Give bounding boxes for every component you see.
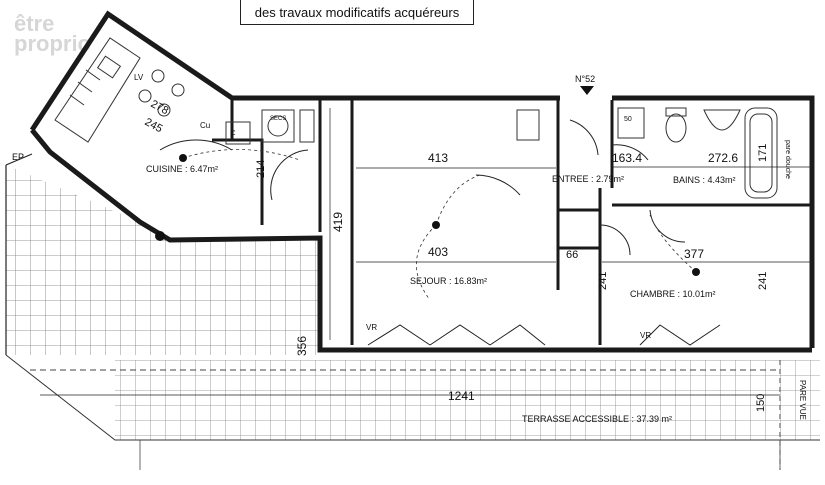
label-lot: N°52 <box>575 74 595 84</box>
label-pare-vue: PARE VUE <box>798 380 807 420</box>
label-f: F <box>230 129 236 139</box>
dim-245: 245 <box>143 116 165 135</box>
dim-171: 171 <box>757 144 769 162</box>
doors <box>159 119 686 256</box>
terrace-left-outline <box>5 153 33 355</box>
dim-278: 278 <box>149 98 171 117</box>
bay-windows <box>367 324 721 346</box>
label-entry: ENTREE : 2.79m² <box>552 174 624 184</box>
dim-241-right: 241 <box>757 272 769 290</box>
label-kitchen: CUISINE : 6.47m² <box>146 164 218 174</box>
label-living: SEJOUR : 16.83m² <box>410 276 487 286</box>
watermark-line2: proprio <box>14 31 91 56</box>
dim-272-6: 272.6 <box>708 151 738 165</box>
dim-419: 419 <box>331 212 345 232</box>
dim-377: 377 <box>684 247 704 261</box>
lot-arrow-icon <box>580 86 594 95</box>
label-cu: Cu <box>200 121 210 130</box>
dim-413: 413 <box>428 151 448 165</box>
label-cumulus: 50 <box>624 116 632 123</box>
walls <box>29 10 815 353</box>
dim-403: 403 <box>428 245 448 259</box>
header-note: des travaux modificatifs acquéreurs <box>240 0 474 25</box>
dim-66: 66 <box>566 249 578 261</box>
dimension-lines <box>40 108 812 396</box>
kitchen-appliances <box>225 109 315 145</box>
label-secs: SECS <box>270 116 286 122</box>
terrace-bottom-outline <box>5 354 820 441</box>
dim-163-4: 163.4 <box>612 151 642 165</box>
terrace-left-tiles <box>6 165 318 355</box>
label-bath: BAINS : 4.43m² <box>673 175 736 185</box>
label-lv: LV <box>134 73 144 82</box>
terrace-bottom-tiles <box>115 360 820 440</box>
dim-241-left: 241 <box>597 272 609 290</box>
label-vr2: VR <box>640 331 651 340</box>
dim-356: 356 <box>295 336 309 356</box>
label-shower: pare douche <box>784 140 791 179</box>
kitchen-counter <box>54 37 185 143</box>
wiring <box>182 149 697 301</box>
label-bedroom: CHAMBRE : 10.01m² <box>630 289 716 299</box>
label-ep: EP <box>12 152 24 162</box>
dim-214: 214 <box>255 160 267 178</box>
bath-fixtures <box>516 107 778 199</box>
terrace-bottom-ticks <box>139 440 781 470</box>
label-terrace: TERRASSE ACCESSIBLE : 37.39 m² <box>522 414 672 424</box>
light-points <box>155 154 700 276</box>
label-vr1: VR <box>366 323 377 332</box>
dim-150: 150 <box>755 394 767 412</box>
watermark-line1: être <box>14 11 55 36</box>
dim-1241: 1241 <box>448 389 475 403</box>
watermark: être proprio <box>14 11 91 56</box>
